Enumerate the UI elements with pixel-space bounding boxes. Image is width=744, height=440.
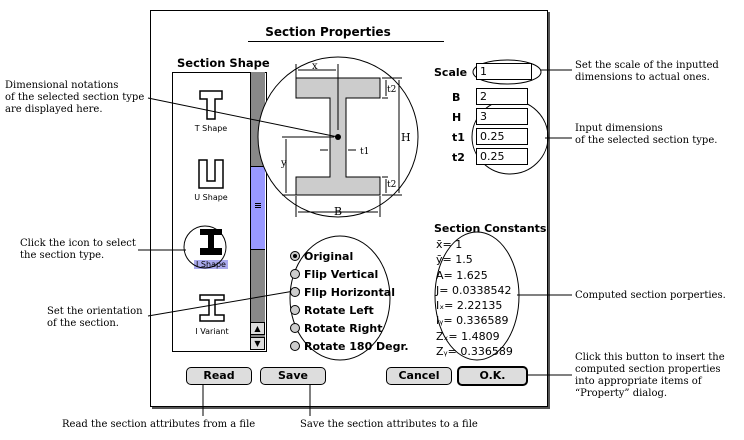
h-input[interactable]: 3 [476,108,528,125]
t1-input[interactable]: 0.25 [476,128,528,145]
radio-label: Rotate 180 Degr. [304,339,409,353]
const-row-a: A= 1.625 [436,268,488,282]
annotation-save: Save the section attributes to a file [300,419,478,430]
shape-item-t[interactable] [196,88,226,124]
radio-icon [290,305,300,315]
annotation-dimensional: Dimensional notations of the selected se… [5,80,145,115]
section-shape-label: Section Shape [177,56,270,70]
thumb-grip-icon [255,203,261,204]
i-variant-icon [199,294,225,322]
const-row-zx: Zₓ= 1.4809 [436,329,500,343]
radio-rotate-left[interactable]: Rotate Left [290,301,409,319]
dim-t2-bottom-label: t2 [387,180,397,190]
radio-icon [290,287,300,297]
radio-icon [290,323,300,333]
orientation-group: Original Flip Vertical Flip Horizontal R… [290,247,409,355]
ok-button[interactable]: O.K. [457,366,528,386]
shape-item-u[interactable] [196,157,226,191]
scale-input[interactable]: 1 [476,63,532,80]
scroll-up-button[interactable]: ▲ [250,322,265,335]
radio-original[interactable]: Original [290,247,409,265]
annotation-ok-button: Click this button to insert the computed… [575,352,725,399]
radio-label: Original [304,249,354,263]
section-constants-title: Section Constants [434,222,547,235]
shape-label-t: T Shape [194,124,228,133]
save-button[interactable]: Save [260,367,326,385]
shape-label-i: I Shape [194,260,228,269]
dim-x-label: x [312,61,318,72]
const-row-xbar: x̄= 1 [436,238,463,251]
radio-label: Rotate Right [304,321,383,335]
cancel-button[interactable]: Cancel [386,367,452,385]
dim-t1-label: t1 [360,147,370,157]
radio-flip-vertical[interactable]: Flip Vertical [290,265,409,283]
radio-flip-horizontal[interactable]: Flip Horizontal [290,283,409,301]
annotation-click-icon: Click the icon to select the section typ… [20,238,136,261]
dim-y-label: y [281,158,287,169]
radio-rotate-180[interactable]: Rotate 180 Degr. [290,337,409,355]
const-row-j: J= 0.0338542 [436,283,512,297]
const-row-ix: Iₓ= 2.22135 [436,299,503,313]
radio-label: Flip Horizontal [304,285,395,299]
dim-t2-top-label: t2 [387,85,397,95]
radio-label: Flip Vertical [304,267,379,281]
radio-rotate-right[interactable]: Rotate Right [290,319,409,337]
annotation-orientation: Set the orientation of the section. [47,306,143,329]
dim-t1-input-label: t1 [452,131,465,144]
read-button[interactable]: Read [186,367,252,385]
title-divider [248,41,444,42]
shape-item-i[interactable] [196,227,226,257]
radio-selected-icon [290,251,300,261]
b-input[interactable]: 2 [476,88,528,105]
shape-item-i-variant[interactable] [197,293,227,323]
dim-h-label: H [401,131,411,144]
radio-label: Rotate Left [304,303,374,317]
annotation-computed: Computed section porperties. [575,290,726,301]
t2-input[interactable]: 0.25 [476,148,528,165]
u-shape-icon [198,159,224,189]
arrow-up-icon: ▲ [254,324,261,333]
const-row-ybar: ȳ= 1.5 [436,253,473,267]
constants-list: x̄= 1 ȳ= 1.5 A= 1.625 J= 0.0338542 Iₓ= 2… [436,237,513,359]
radio-icon [290,341,300,351]
scroll-down-button[interactable]: ▼ [250,337,265,350]
radio-icon [290,269,300,279]
shape-label-u: U Shape [194,193,228,202]
shape-label-i-variant: I Variant [195,327,229,336]
annotation-input-dims: Input dimensions of the selected section… [575,123,718,146]
dim-b-input-label: B [452,91,461,104]
dim-t2-input-label: t2 [452,151,465,164]
scrollbar-thumb[interactable] [251,166,265,250]
annotation-read: Read the section attributes from a file [62,419,256,430]
arrow-down-icon: ▼ [254,339,261,348]
dialog-title: Section Properties [265,25,391,39]
i-shape-icon [200,229,222,255]
const-row-zy: Zᵧ= 0.336589 [436,345,513,359]
dim-b-label: B [334,205,343,218]
annotation-scale: Set the scale of the inputted dimensions… [575,60,719,83]
dim-h-input-label: H [452,111,462,124]
scale-label: Scale [434,66,468,79]
t-shape-icon [199,90,223,120]
const-row-iy: Iᵧ= 0.336589 [436,314,509,328]
